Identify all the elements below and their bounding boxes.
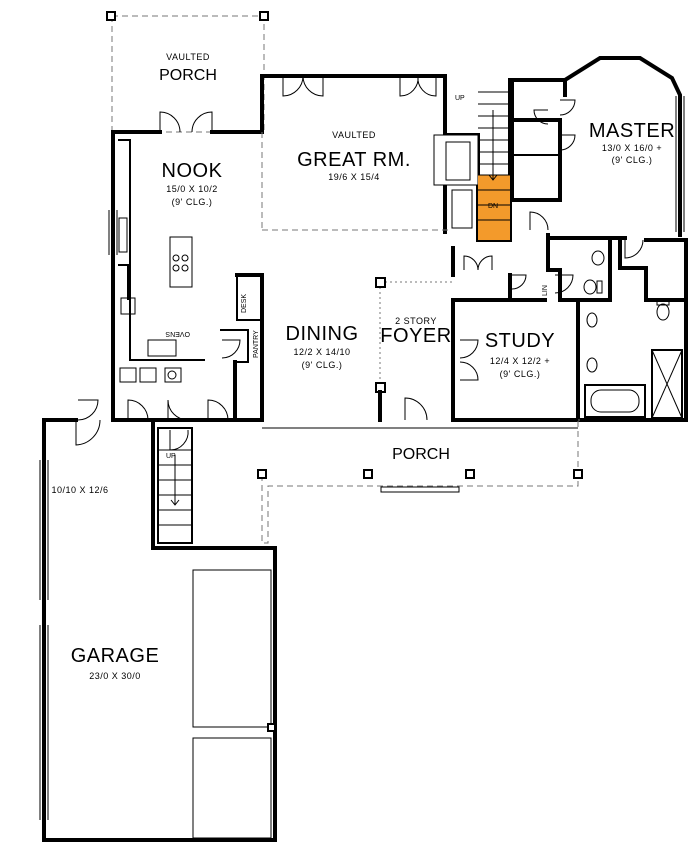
master-label: MASTER: [589, 120, 675, 142]
porch-post: [259, 11, 269, 21]
great-label: GREAT RM.: [297, 149, 411, 171]
porch-top-note: VAULTED: [166, 52, 210, 62]
dining-size: 12/2 X 14/10: [293, 347, 350, 357]
rear-porch: VAULTED PORCH: [106, 11, 269, 133]
master-size: 13/0 X 16/0 +: [602, 143, 662, 153]
dining-label: DINING: [286, 323, 359, 345]
great-note: VAULTED: [332, 130, 376, 140]
stair-garage: UP: [157, 427, 193, 544]
foyer-note: 2 STORY: [395, 316, 437, 326]
stair-highlight: [478, 175, 510, 240]
exterior-walls: [42, 56, 688, 842]
dining-clg: (9' CLG.): [302, 360, 343, 370]
fireplace: [433, 134, 479, 229]
garage-side-size: 10/10 X 12/6: [51, 485, 108, 495]
stair-down-tag: DN: [488, 203, 498, 210]
doors: [75, 75, 644, 451]
garage-stair-up-tag: UP: [166, 453, 176, 460]
study-label: STUDY: [485, 330, 555, 352]
front-porch: [257, 419, 583, 544]
front-porch-label: PORCH: [392, 446, 450, 463]
pantry-tag: PANTRY: [253, 330, 260, 358]
garage-label: GARAGE: [71, 645, 160, 667]
master-clg: (9' CLG.): [612, 155, 653, 165]
nook-clg: (9' CLG.): [172, 197, 213, 207]
linen-tag: LIN: [542, 285, 549, 296]
nook-size: 15/0 X 10/2: [166, 184, 218, 194]
garage-size: 23/0 X 30/0: [89, 671, 141, 681]
garage-doors: [192, 569, 276, 839]
stair-up-tag: UP: [455, 95, 465, 102]
great-size: 19/6 X 15/4: [328, 172, 380, 182]
study-clg: (9' CLG.): [500, 369, 541, 379]
porch-post: [106, 11, 116, 21]
ovens-tag: OVENS: [165, 330, 190, 337]
foyer-posts: [375, 277, 452, 422]
desk-tag: DESK: [241, 294, 248, 313]
porch-top-label: PORCH: [159, 67, 217, 84]
room-labels: NOOK 15/0 X 10/2 (9' CLG.) VAULTED GREAT…: [51, 120, 675, 681]
foyer-label: FOYER: [380, 325, 451, 347]
kitchen-island: [169, 236, 193, 288]
stair-main: UP DN: [455, 91, 510, 240]
kitchen: OVENS: [118, 139, 205, 383]
study-size: 12/4 X 12/2 +: [490, 356, 550, 366]
windows: [39, 96, 685, 820]
nook-label: NOOK: [162, 160, 223, 182]
